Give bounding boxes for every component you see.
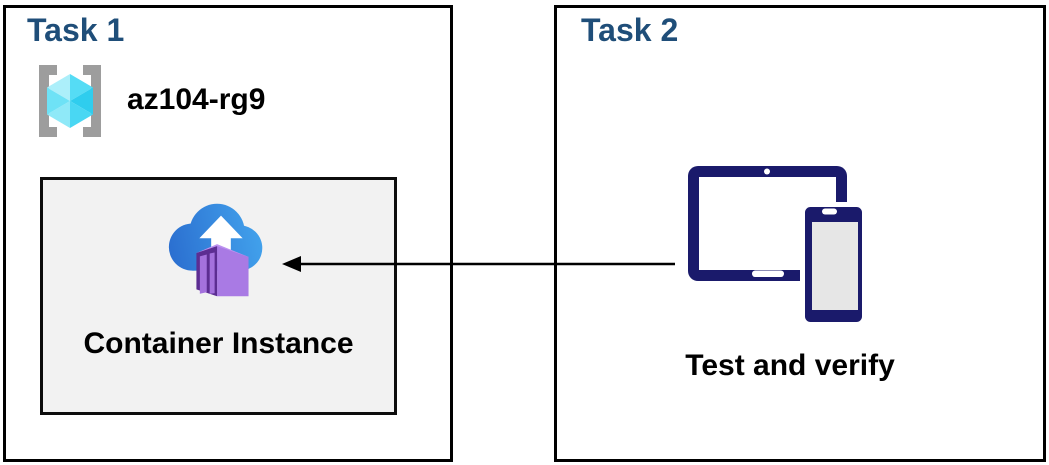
container-instance-label: Container Instance	[83, 327, 354, 360]
task2-title: Task 2	[581, 12, 679, 48]
devices-label: Test and verify	[685, 349, 895, 382]
container-instance-icon	[168, 203, 263, 297]
upload-arrow	[199, 215, 243, 257]
arrow-connector	[282, 256, 675, 272]
task1-title: Task 1	[27, 12, 125, 48]
resource-group-icon	[39, 65, 101, 137]
tablet-phone-icon	[688, 166, 867, 327]
phone-shape	[800, 202, 867, 327]
resource-group-label: az104-rg9	[127, 83, 266, 116]
container-box-shape	[196, 244, 249, 297]
arrowhead-left	[282, 256, 301, 272]
